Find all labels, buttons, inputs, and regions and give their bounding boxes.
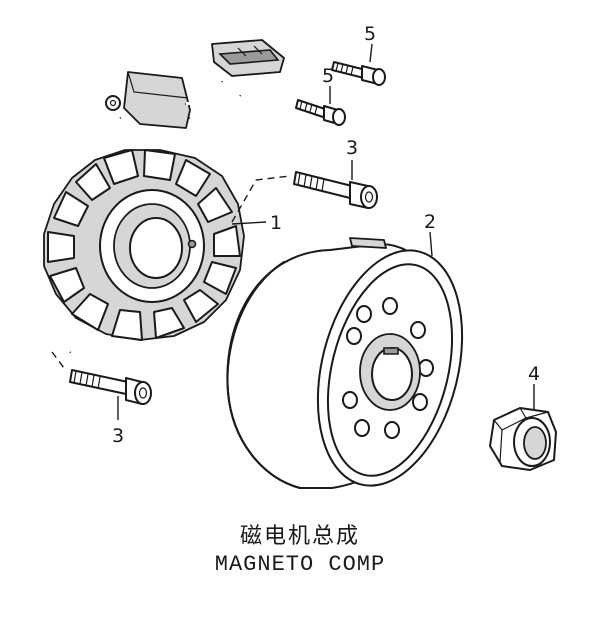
- diagram-title-english: MAGNETO COMP: [214, 552, 386, 577]
- screw-middle: 5: [295, 65, 346, 126]
- callout-5-middle: 5: [322, 65, 334, 87]
- callout-4-nut: 4: [528, 363, 540, 385]
- flywheel-nut: 4: [489, 363, 557, 471]
- callout-3-lower: 3: [112, 425, 124, 447]
- flywheel-holes: [342, 297, 434, 439]
- callout-1-stator: 1: [270, 212, 282, 234]
- diagram-title-chinese: 磁电机总成: [239, 524, 360, 549]
- bolt-upper: 3: [293, 137, 378, 209]
- screw-top: 5: [331, 23, 386, 86]
- callout-3-upper: 3: [346, 137, 358, 159]
- stator-assembly: 1: [36, 39, 291, 354]
- bolt-lower: 3: [51, 351, 152, 447]
- flywheel-rotor: 2: [226, 211, 464, 489]
- callout-2-flywheel: 2: [424, 211, 436, 233]
- stator-poles: [47, 149, 241, 341]
- callout-5-top: 5: [364, 23, 376, 45]
